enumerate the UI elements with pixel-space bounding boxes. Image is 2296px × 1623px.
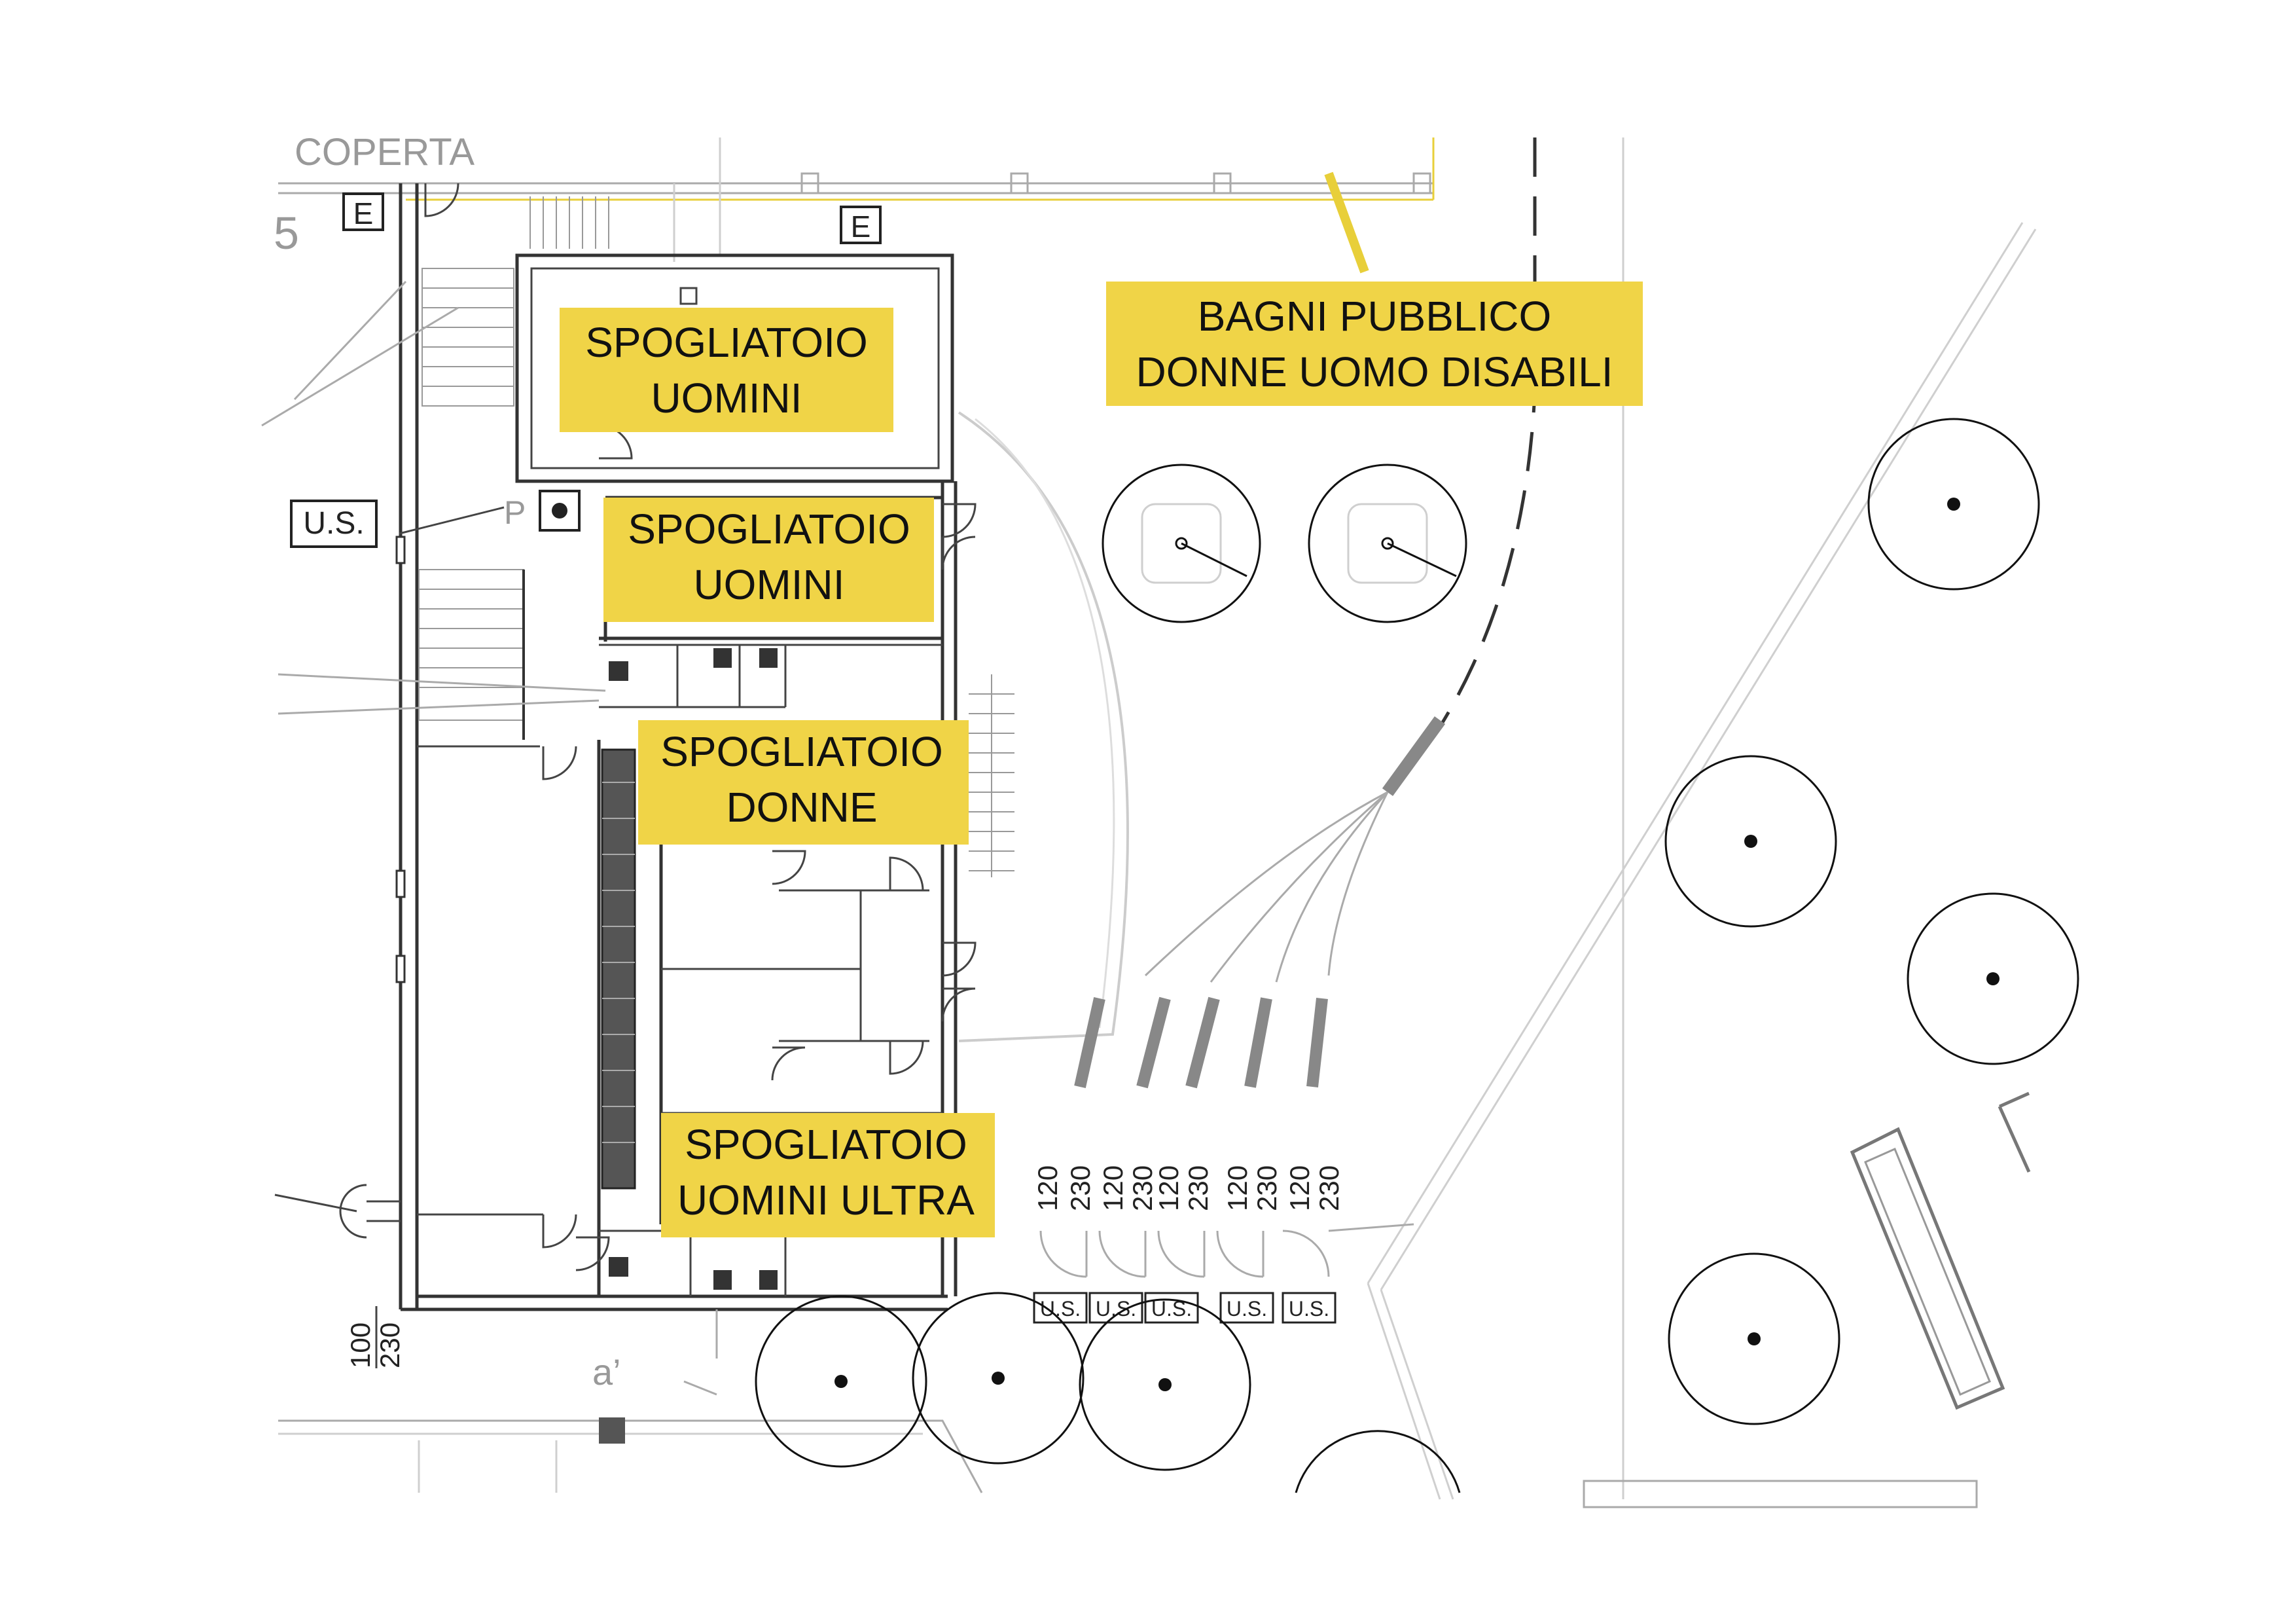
p-marker-label: P [504,494,526,531]
stair-north [422,196,609,407]
parking-dim-bottom: 230 [1251,1165,1282,1211]
parking-dim-bottom: 230 [1065,1165,1096,1211]
canopy: COPERTA 5 [274,131,1624,1499]
label-public-line2: DONNE UOMO DISABILI [1136,348,1613,395]
parking-dim-top: 120 [1098,1165,1128,1211]
p-marker: P [504,490,581,532]
label-room3-line1: SPOGLIATOIO [660,728,943,775]
us-parking-label: U.S. [1096,1297,1136,1321]
door-dimension: 100 230 [345,1306,405,1368]
us-markers-parking: U.S. U.S. U.S. U.S. U.S. [1033,1292,1336,1324]
parking-arrows [1074,996,1328,1089]
stair-middle [418,569,525,740]
lockers [601,748,636,1190]
grid-number: 5 [274,208,299,259]
section-mark: a’ [592,1351,621,1393]
parking-dim-top: 120 [1153,1165,1184,1211]
exit-marker-label: E [353,196,374,230]
trees [755,418,2079,1493]
label-room3-line2: DONNE [726,784,877,831]
label-room4-line1: SPOGLIATOIO [685,1121,967,1168]
fixtures [609,648,778,1290]
label-room4: SPOGLIATOIO UOMINI ULTRA [661,1113,995,1237]
label-room2-line1: SPOGLIATOIO [628,505,910,553]
us-parking-label: U.S. [1151,1297,1192,1321]
label-room4-line2: UOMINI ULTRA [677,1176,975,1224]
us-marker-west: U.S. [290,500,505,548]
label-room3: SPOGLIATOIO DONNE [638,720,969,845]
label-public-line1: BAGNI PUBBLICO [1198,293,1552,340]
exit-marker-2: E [840,206,882,244]
curved-enclosure [958,411,1129,1042]
exit-marker-label: E [851,210,871,244]
emergency-exit-west [274,1184,401,1239]
label-room1-line2: UOMINI [651,374,802,422]
coperta-text: COPERTA [295,131,475,173]
label-public-toilets: BAGNI PUBBLICO DONNE UOMO DISABILI [1106,282,1643,406]
parking-dim-bottom: 230 [1183,1165,1213,1211]
door-dim-bottom: 230 [374,1322,405,1368]
ramp-east [1850,1091,2031,1410]
us-marker-label: U.S. [303,506,364,541]
label-room1: SPOGLIATOIO UOMINI [560,308,893,432]
label-room2-line2: UOMINI [693,561,844,608]
parking-dims: 120 230 120 230 120 230 120 230 120 230 [1032,1165,1344,1211]
parking-dim-bottom: 230 [1314,1165,1344,1211]
us-parking-label: U.S. [1227,1297,1267,1321]
access-path [1144,137,1537,983]
lower-site: a’ [261,280,983,1493]
label-room1-line1: SPOGLIATOIO [585,319,868,366]
road-lines [1367,222,2037,1508]
parking-dim-top: 120 [1284,1165,1315,1211]
kiosks [1102,464,1467,623]
stair-east [969,674,1014,877]
parking-dim-top: 120 [1032,1165,1063,1211]
parking-dim-bottom: 230 [1127,1165,1158,1211]
us-parking-label: U.S. [1289,1297,1329,1321]
exit-marker-1: E [342,192,384,231]
parking-bays [1039,1223,1414,1278]
parking-dim-top: 120 [1222,1165,1253,1211]
door-dim-top: 100 [345,1322,376,1368]
label-room2: SPOGLIATOIO UOMINI [603,498,934,622]
